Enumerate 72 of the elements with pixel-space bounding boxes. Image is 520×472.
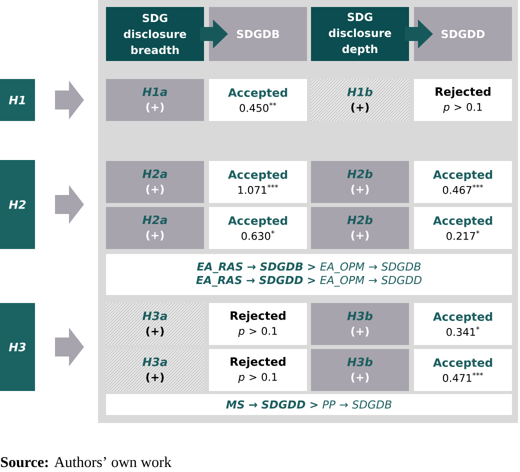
sign-label: (+)	[146, 326, 164, 336]
result-cell	[209, 79, 307, 121]
variable-box: SDG disclosure depth	[311, 7, 409, 61]
coefficient-label: 0.467$^{***}$	[442, 184, 484, 194]
variable-box: SDG disclosure breadth	[106, 7, 204, 61]
result-cell	[209, 207, 307, 249]
hypothesis-cell	[106, 79, 204, 121]
result-cell	[209, 349, 307, 391]
decision-label: Accepted	[433, 170, 492, 182]
decision-label: Rejected	[436, 87, 490, 98]
coefficient-label: p > 0.1	[238, 372, 277, 383]
hypothesis-label: H2a	[142, 216, 167, 224]
hypothesis-tag: H3	[0, 303, 35, 391]
sign-label: (+)	[146, 230, 164, 240]
hypothesis-cell	[106, 161, 204, 203]
sign-label: (+)	[351, 184, 369, 195]
sign-label: (+)	[351, 230, 369, 241]
variable-box: SDGDB	[209, 7, 307, 61]
hypothesis-cell	[106, 349, 204, 391]
decision-label: Accepted	[433, 312, 492, 324]
coefficient-label: 0.630$^{*}$	[242, 230, 274, 240]
sign-label: (+)	[351, 102, 369, 113]
hypothesis-cell	[106, 303, 204, 345]
hypothesis-cell	[311, 207, 409, 249]
comparison-line: EA_RAS → SDGDD > EA_OPM → SDGDD	[196, 276, 422, 287]
decision-label: Accepted	[433, 216, 492, 228]
hypothesis-tag: H2	[0, 160, 35, 249]
sign-label: (+)	[351, 372, 369, 383]
source-note: Source: Authors’ own work	[1, 456, 172, 468]
decision-label: Rejected	[230, 357, 286, 368]
coefficient-label: 0.471$^{***}$	[442, 372, 484, 382]
hypothesis-cell	[106, 207, 204, 249]
decision-label: Accepted	[228, 88, 288, 100]
result-cell	[414, 161, 512, 203]
decision-label: Accepted	[228, 216, 288, 228]
coefficient-label: p > 0.1	[443, 102, 482, 113]
sign-label: (+)	[351, 326, 369, 337]
result-cell	[414, 303, 512, 345]
hypothesis-label: H2a	[142, 170, 167, 178]
comparison-box	[106, 254, 512, 295]
decision-label: Rejected	[230, 311, 286, 322]
sign-label: (+)	[146, 372, 164, 382]
coefficient-label: 1.071$^{***}$	[238, 184, 278, 194]
coefficient-label: 0.341$^{*}$	[446, 326, 480, 336]
result-cell	[209, 303, 307, 345]
hypothesis-label: H3a	[142, 358, 167, 366]
variable-box: SDGDD	[414, 7, 512, 61]
comparison-line: EA_RAS → SDGDB > EA_OPM → SDGDB	[197, 262, 421, 274]
hypothesis-label: H3b	[347, 357, 372, 366]
decision-label: Accepted	[228, 170, 288, 182]
hypothesis-label: H2b	[347, 215, 372, 224]
coefficient-label: 0.450$^{**}$	[240, 102, 276, 112]
hypothesis-cell	[311, 349, 409, 391]
sign-label: (+)	[146, 184, 164, 194]
decision-label: Accepted	[433, 358, 492, 370]
sign-label: (+)	[146, 102, 164, 112]
hypothesis-label: H3b	[347, 311, 372, 320]
result-cell	[414, 207, 512, 249]
comparison-box: MS → SDGDD > PP → SDGDB	[106, 394, 512, 415]
result-cell	[414, 79, 512, 121]
coefficient-label: p > 0.1	[238, 326, 277, 337]
hypothesis-label: H2b	[347, 169, 372, 178]
hypothesis-label: H1b	[347, 87, 372, 96]
hypothesis-tag: H1	[0, 79, 35, 121]
result-cell	[209, 161, 307, 203]
hypothesis-cell	[311, 79, 409, 121]
hypothesis-label: H1a	[142, 88, 167, 96]
hypothesis-cell	[311, 303, 409, 345]
result-cell	[414, 349, 512, 391]
coefficient-label: 0.217$^{*}$	[446, 230, 480, 240]
hypothesis-cell	[311, 161, 409, 203]
hypothesis-label: H3a	[142, 312, 167, 320]
